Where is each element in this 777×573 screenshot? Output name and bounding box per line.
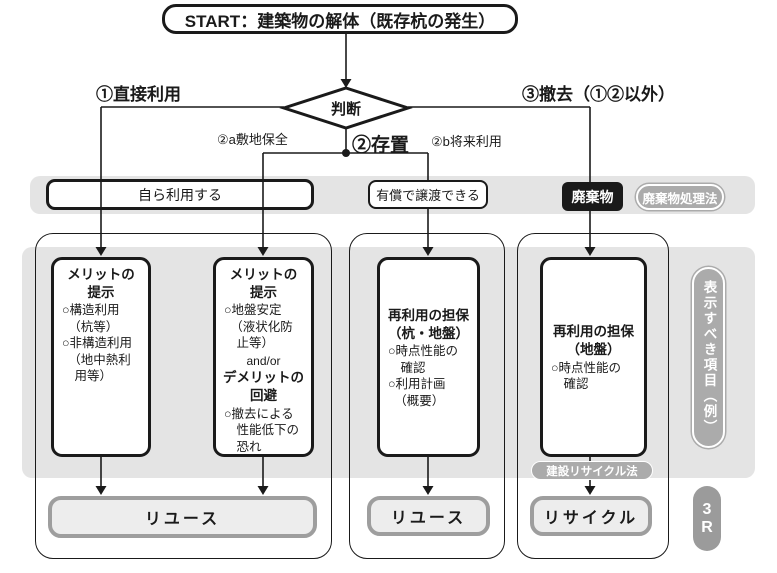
merit-box-2-title: メリットの 提示 (229, 267, 298, 300)
display-items-badge: 表示すべき項目（例） (692, 267, 725, 448)
branch-label-retain: ②存置 (352, 135, 410, 156)
display-items-text: 表示すべき項目（例） (701, 280, 717, 435)
three-r-badge: 3 R (693, 486, 721, 551)
waste-box: 廃棄物 (562, 182, 623, 211)
reuse-box-2: リユース (367, 496, 490, 536)
waste-law-badge: 廃棄物処理法 (636, 184, 724, 210)
branch-label-site-preserve: ②a敷地保全 (217, 132, 288, 147)
start-node: START：建築物の解体（既存杭の発生） (162, 4, 518, 34)
guarantee-box-ground-body: ○時点性能の 確認 (551, 360, 622, 392)
paid-transfer-box: 有償で譲渡できる (368, 180, 488, 209)
guarantee-box-pile-body: ○時点性能の 確認 ○利用計画 （概要） (388, 344, 459, 408)
merit-box-2-body2: ○撤去による 性能低下の 恐れ (224, 406, 300, 454)
merit-box-2-body: ○地盤安定 （液状化防 止等） (224, 303, 293, 351)
branch-label-future-use: ②b将来利用 (431, 134, 502, 149)
reuse-box-1: リユース (48, 496, 317, 538)
merit-box-1-body: ○構造利用 （杭等） ○非構造利用 （地中熱利 用等） (62, 303, 133, 384)
self-use-label: 自ら利用する (138, 186, 222, 203)
merit-box-1: メリットの 提示 ○構造利用 （杭等） ○非構造利用 （地中熱利 用等） (51, 257, 151, 457)
merit-box-2-connector: and/or (246, 353, 281, 368)
merit-box-2: メリットの 提示 ○地盤安定 （液状化防 止等） and/or デメリットの 回… (213, 257, 314, 457)
branch-label-removal: ③撤去（①②以外） (522, 85, 675, 104)
start-label: START：建築物の解体（既存杭の発生） (184, 11, 496, 31)
merit-box-2-title2: デメリットの 回避 (223, 370, 304, 403)
container-direct-use (35, 233, 332, 559)
decision-label: 判断 (330, 100, 361, 118)
guarantee-box-ground-title: 再利用の担保 （地盤） (553, 324, 634, 357)
container-retain (349, 233, 505, 559)
branch-label-direct-use: ①直接利用 (96, 85, 181, 104)
self-use-box: 自ら利用する (46, 179, 314, 210)
guarantee-box-pile-title: 再利用の担保 （杭・地盤） (388, 307, 469, 341)
guarantee-box-ground: 再利用の担保 （地盤） ○時点性能の 確認 (540, 257, 647, 457)
merit-box-1-title: メリットの 提示 (67, 267, 135, 300)
recycle-law-badge: 建設リサイクル法 (531, 461, 653, 480)
container-removal (517, 233, 669, 559)
recycle-box: リサイクル (530, 496, 652, 536)
junction-dot (342, 149, 350, 157)
guarantee-box-pile: 再利用の担保 （杭・地盤） ○時点性能の 確認 ○利用計画 （概要） (377, 257, 480, 457)
